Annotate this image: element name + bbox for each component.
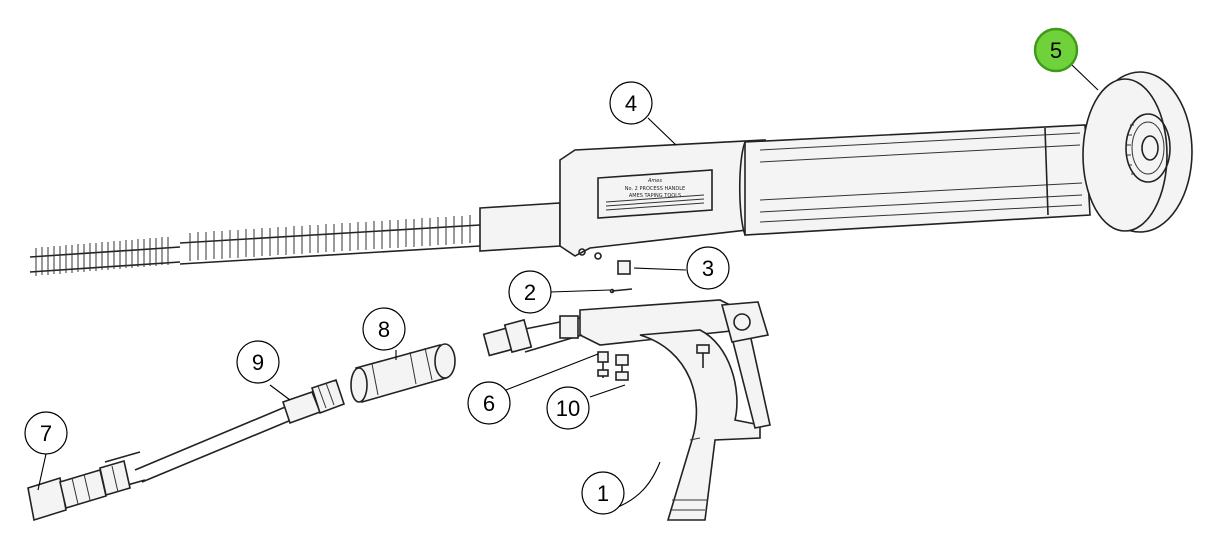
screw-10 [615,354,629,381]
callout-2-label: 2 [524,280,536,305]
small-pin [609,288,633,294]
plate-line-1: No. 2 PROCESS HANDLE [625,186,685,192]
gun-handle [482,299,771,521]
drive-wheel [1082,71,1193,233]
screw-6 [597,351,609,378]
callout-6-label: 6 [483,391,495,416]
callout-8-label: 8 [378,317,390,342]
callout-7-label: 7 [40,421,52,446]
callout-1-label: 1 [597,481,609,506]
callout-6[interactable]: 6 [467,381,511,425]
callout-10-label: 10 [556,396,580,421]
callout-1[interactable]: 1 [581,471,625,515]
callout-9-label: 9 [252,350,264,375]
callout-9[interactable]: 9 [236,340,280,384]
plate-line-2: AMES TAPING TOOLS [629,193,681,199]
callout-3-label: 3 [702,256,714,281]
callout-4-label: 4 [625,91,637,116]
callout-4[interactable]: 4 [609,81,653,125]
callout-8[interactable]: 8 [362,307,406,351]
process-handle-tube: Ames No. 2 PROCESS HANDLE AMES TAPING TO… [479,124,1091,260]
plate-brand: Ames [647,178,662,184]
spring-cable [29,215,481,276]
screw-extra [696,344,710,368]
coupling-sleeve [350,343,456,404]
callout-2[interactable]: 2 [508,270,552,314]
callout-5-label: 5 [1050,38,1062,63]
callout-7[interactable]: 7 [24,411,68,455]
callout-10[interactable]: 10 [546,386,590,430]
callout-3[interactable]: 3 [686,246,730,290]
end-fitting [27,451,146,522]
hose-assembly [134,378,346,483]
callout-5[interactable]: 5 [1033,27,1079,73]
square-nut [617,260,631,275]
